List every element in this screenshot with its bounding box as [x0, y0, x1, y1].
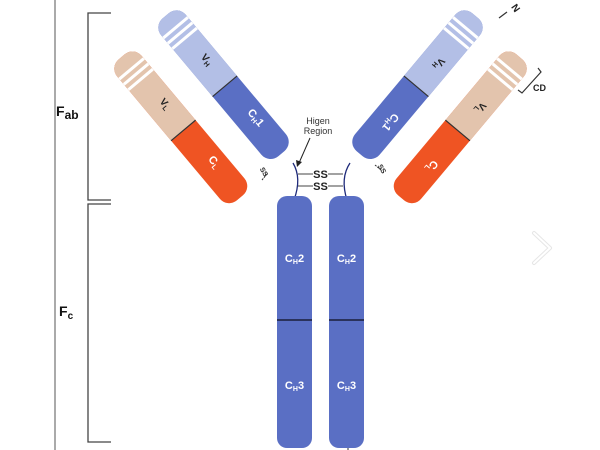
fab-label: Fab: [56, 103, 79, 122]
hinge-ss-label-1: SS: [313, 169, 328, 181]
right-heavy-chain: VH CH1: [352, 10, 483, 160]
right-hinge-curve: [343, 162, 351, 201]
right-arm-ss-label: SS: [376, 163, 387, 175]
hinge-label-line2: Region: [304, 126, 333, 136]
fc-label: Fc: [59, 303, 74, 322]
right-light-chain: VL CL: [393, 51, 527, 204]
cdr-label: CD: [533, 83, 546, 93]
left-hinge-curve: [292, 162, 299, 201]
right-vl-domain: [450, 51, 527, 136]
left-ch2-ch3-domain: [277, 196, 312, 448]
right-vh-domain: [408, 10, 483, 92]
hinge-ss-label-2: SS: [313, 181, 328, 193]
left-vl-domain: [114, 51, 191, 136]
hinge-arrow: [298, 137, 311, 164]
hinge-label-line1: Higen: [306, 116, 330, 126]
left-vl-label: VL: [156, 97, 173, 114]
left-arm-ss-label: SS: [258, 166, 269, 178]
n-terminus-label: N: [508, 2, 521, 14]
left-light-chain: VL CL: [114, 51, 248, 204]
left-ch3-label: CH3: [285, 380, 304, 393]
left-ch2-label: CH2: [285, 253, 304, 266]
cdr-bracket: [517, 67, 542, 94]
left-cl-label: CL: [205, 154, 223, 172]
fab-bracket: [87, 12, 111, 201]
right-ch3-label: CH3: [337, 380, 356, 393]
right-ch2-ch3-domain: [329, 196, 364, 448]
n-terminus-line: [498, 11, 508, 19]
right-vh-label: VH: [430, 55, 447, 72]
fc-bracket: [87, 203, 111, 443]
left-vh-label: VH: [197, 52, 214, 69]
left-fc-chain: CH2 CH3: [277, 196, 312, 448]
right-cl-label: CL: [422, 157, 440, 175]
hinge-arrowhead: [296, 160, 302, 167]
left-heavy-chain: VH CH1: [158, 10, 289, 160]
right-vl-label: VL: [471, 99, 488, 116]
right-fc-chain: CH2 CH3: [329, 196, 364, 448]
right-ch2-label: CH2: [337, 253, 356, 266]
chevron-right-icon: [532, 231, 552, 265]
next-slide-button[interactable]: [520, 225, 560, 270]
left-vh-domain: [158, 10, 233, 92]
